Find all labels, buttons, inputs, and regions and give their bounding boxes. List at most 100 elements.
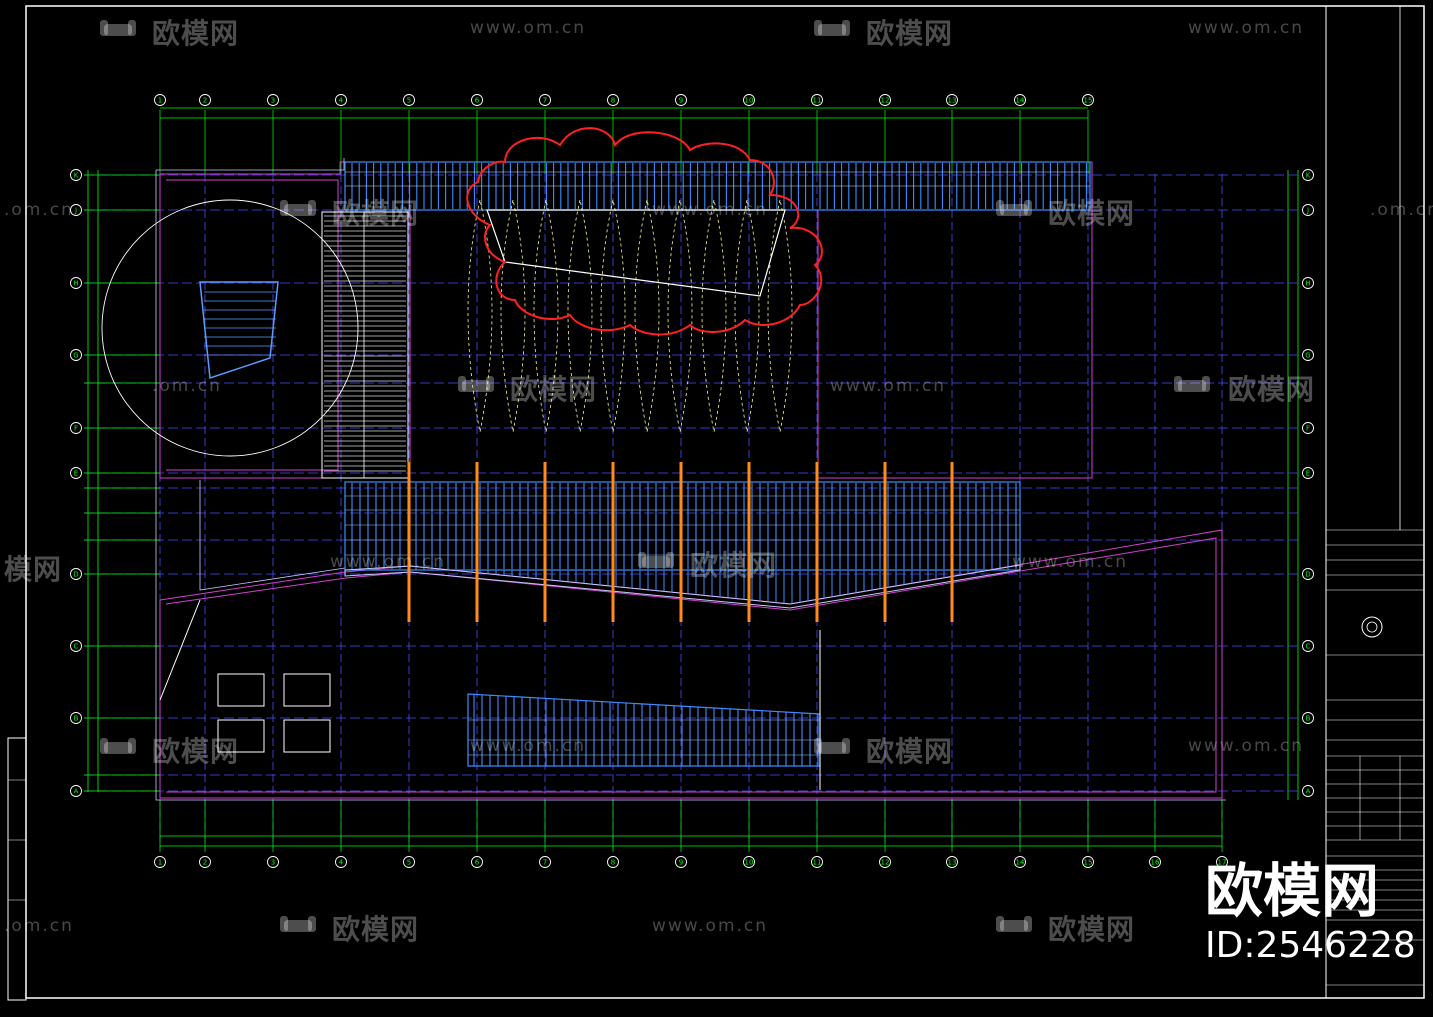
watermark-url: .om.cn	[152, 376, 222, 396]
axis-bubble-bottom	[743, 856, 755, 868]
axis-bubble-left	[70, 467, 82, 479]
axis-bubble-top-label: 8	[611, 97, 615, 105]
axis-bubble-left	[70, 422, 82, 434]
axis-bubble-left-label: F	[74, 425, 78, 433]
stair-detail	[199, 281, 279, 380]
axis-bubble-right	[1302, 568, 1314, 580]
axis-bubble-bottom-label: 8	[611, 859, 615, 867]
watermark-url: www.om.cn	[652, 916, 769, 936]
axis-bubble-left-label: K	[74, 172, 79, 180]
axis-bubble-left	[70, 640, 82, 652]
axis-bubble-right-label: G	[1305, 352, 1310, 360]
axis-bubble-left	[70, 169, 82, 181]
axis-bubble-left	[70, 712, 82, 724]
watermark-url: .om.cn	[4, 200, 74, 220]
axis-bubble-left-label: B	[74, 715, 79, 723]
axis-bubble-left	[70, 349, 82, 361]
orange-columns	[407, 462, 954, 622]
spindle-truss	[767, 199, 793, 433]
title-block-rows	[1326, 529, 1424, 986]
sofa-arm	[1174, 376, 1182, 392]
sofa-arm	[308, 916, 316, 932]
axis-bubble-bottom-label: 2	[203, 859, 207, 867]
axis-bubble-top	[154, 94, 166, 106]
axis-bubble-right-label: C	[1306, 643, 1311, 651]
axis-bubble-top-label: 3	[271, 97, 275, 105]
axis-bubble-top	[946, 94, 958, 106]
axis-bubble-bottom-label: 11	[813, 859, 822, 867]
axis-bubble-bottom-label: 13	[948, 859, 957, 867]
axis-bubble-top-label: 12	[881, 97, 890, 105]
brand-id: ID:2546228	[1205, 925, 1416, 966]
sofa-arm	[128, 738, 136, 754]
axis-bubble-bottom-label: 17	[1218, 859, 1227, 867]
watermark-brand: 欧模网	[1228, 373, 1316, 406]
logo-sofa-icon	[996, 200, 1032, 216]
sofa-arm	[996, 916, 1004, 932]
logo-sofa-icon	[100, 738, 136, 754]
axis-bubble-right	[1302, 467, 1314, 479]
institute-seal-inner	[1366, 621, 1378, 633]
axis-bubble-right-label: A	[1306, 788, 1311, 796]
sofa-arm	[486, 376, 494, 392]
axis-bubble-left-label: D	[73, 571, 78, 579]
watermark-url: .om.cn	[1370, 200, 1433, 220]
axis-bubble-top-label: 2	[203, 97, 207, 105]
sofa-arm	[1202, 376, 1210, 392]
axis-bubble-top	[675, 94, 687, 106]
axis-bubble-bottom	[811, 856, 823, 868]
axis-bubble-right	[1302, 204, 1314, 216]
logo-sofa-icon	[280, 200, 316, 216]
sheet-frame	[25, 5, 1425, 999]
axis-bubble-top	[607, 94, 619, 106]
axis-bubble-right-label: B	[1306, 715, 1311, 723]
axis-bubble-top-label: 11	[813, 97, 822, 105]
sofa-seat	[104, 742, 132, 754]
axis-bubble-top-label: 15	[1084, 97, 1093, 105]
axis-bubble-top	[539, 94, 551, 106]
axis-bubble-left	[70, 277, 82, 289]
axis-bubble-top-label: 5	[407, 97, 411, 105]
logo-sofa-icon	[996, 916, 1032, 932]
sofa-arm	[1024, 200, 1032, 216]
sofa-arm	[308, 200, 316, 216]
axis-bubble-right	[1302, 640, 1314, 652]
axis-bubble-top	[199, 94, 211, 106]
watermark-brand: 欧模网	[1048, 197, 1136, 230]
axis-bubble-top-label: 13	[948, 97, 957, 105]
watermark-url: www.om.cn	[470, 736, 587, 756]
axis-bubble-top	[743, 94, 755, 106]
axis-bubble-left-label: J	[74, 207, 77, 215]
axis-bubble-left	[70, 568, 82, 580]
axis-bubble-top-label: 1	[158, 97, 162, 105]
axis-bubble-right	[1302, 712, 1314, 724]
axis-bubble-top	[403, 94, 415, 106]
spindle-truss	[701, 199, 727, 433]
left-stair-hatch	[321, 211, 409, 479]
watermark-url: www.om.cn	[1188, 18, 1305, 38]
top-truss-strip	[344, 161, 1091, 211]
axis-bubble-top	[267, 94, 279, 106]
axis-bubble-left-label: C	[74, 643, 79, 651]
axis-bubble-left	[70, 204, 82, 216]
axis-bubble-top-label: 9	[679, 97, 683, 105]
watermark-url: .om.cn	[4, 916, 74, 936]
axis-bubble-top-label: 4	[339, 97, 344, 105]
watermark-brand: 欧模网	[510, 373, 598, 406]
sofa-arm	[1024, 916, 1032, 932]
axis-bubble-bottom-label: 1	[158, 859, 162, 867]
logo-sofa-icon	[280, 916, 316, 932]
sofa-arm	[100, 20, 108, 36]
watermark-logos	[100, 20, 1210, 932]
slab-edge	[344, 564, 1021, 609]
axis-bubble-left-label: A	[74, 788, 79, 796]
axis-bubble-top	[1082, 94, 1094, 106]
sofa-seat	[462, 380, 490, 392]
axis-bubble-left-label: E	[74, 470, 78, 478]
sofa-seat	[642, 556, 670, 568]
institute-seal-icon	[1361, 616, 1383, 638]
axis-bubble-bottom-label: 15	[1084, 859, 1093, 867]
axis-bubble-right	[1302, 422, 1314, 434]
skylight-funnel	[486, 209, 786, 297]
